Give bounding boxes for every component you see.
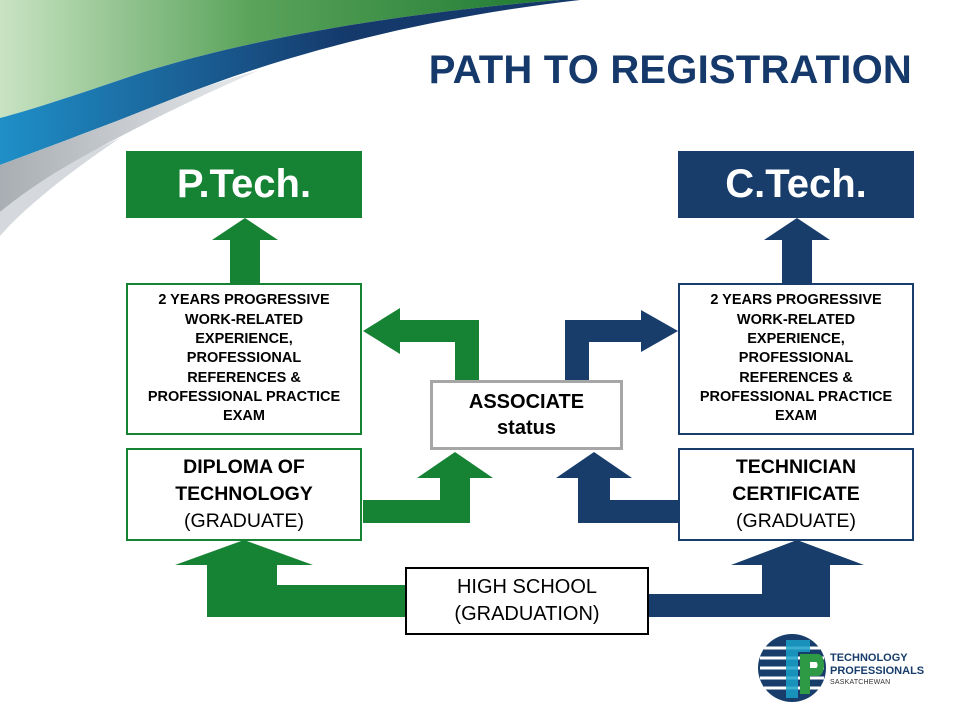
education-line: CERTIFICATE: [732, 483, 860, 505]
arrow-highschool-to-diploma: [175, 540, 405, 617]
arrow-highschool-to-technician: [649, 540, 864, 617]
requirements-line: EXAM: [775, 408, 817, 425]
requirements-line: EXPERIENCE,: [195, 331, 293, 348]
associate-label: ASSOCIATE: [468, 391, 585, 413]
education-qualifier: (GRADUATE): [736, 510, 856, 532]
page-title: PATH TO REGISTRATION: [428, 48, 912, 92]
education-line: DIPLOMA OF: [183, 456, 305, 478]
education-qualifier: (GRADUATE): [184, 510, 304, 532]
requirements-line: WORK-RELATED: [184, 311, 304, 328]
education-line: TECHNOLOGY: [175, 483, 313, 505]
requirements-line: PROFESSIONAL PRACTICE: [699, 388, 893, 405]
arrow-requirements-to-ctech: [764, 218, 830, 283]
requirements-line: REFERENCES &: [739, 369, 853, 386]
requirements-line: PROFESSIONAL: [186, 350, 302, 367]
arrow-associate-to-left-requirements: [363, 308, 479, 380]
requirements-line: WORK-RELATED: [736, 311, 856, 328]
arrow-technician-to-associate: [556, 452, 678, 523]
requirements-box-right: 2 YEARS PROGRESSIVE WORK-RELATED EXPERIE…: [678, 283, 914, 435]
education-line: TECHNICIAN: [735, 456, 857, 478]
requirements-line: EXPERIENCE,: [747, 331, 845, 348]
logo-globe-icon: [758, 634, 826, 702]
requirements-box-left: 2 YEARS PROGRESSIVE WORK-RELATED EXPERIE…: [126, 283, 362, 435]
ptech-label: P.Tech.: [176, 162, 312, 206]
logo-line-1: TECHNOLOGY: [830, 652, 908, 664]
requirements-line: PROFESSIONAL PRACTICE: [147, 388, 341, 405]
high-school-box: HIGH SCHOOL (GRADUATION): [405, 567, 649, 635]
arrow-associate-to-right-requirements: [565, 310, 678, 380]
ptech-designation: P.Tech.: [126, 151, 362, 218]
requirements-line: PROFESSIONAL: [738, 350, 854, 367]
ctech-designation: C.Tech.: [678, 151, 914, 218]
requirements-line: REFERENCES &: [187, 369, 301, 386]
high-school-label: HIGH SCHOOL: [456, 576, 598, 598]
diploma-of-technology-box: DIPLOMA OF TECHNOLOGY (GRADUATE): [126, 448, 362, 541]
logo-wordmark: TECHNOLOGY PROFESSIONALS SASKATCHEWAN: [830, 652, 924, 687]
requirements-line: EXAM: [223, 408, 265, 425]
ctech-label: C.Tech.: [725, 162, 867, 206]
associate-status-label: status: [497, 417, 556, 439]
technician-certificate-box: TECHNICIAN CERTIFICATE (GRADUATE): [678, 448, 914, 541]
logo-line-3: SASKATCHEWAN: [830, 679, 891, 686]
high-school-qualifier: (GRADUATION): [454, 603, 600, 625]
header-swoosh: [0, 0, 580, 236]
logo-line-2: PROFESSIONALS: [830, 665, 925, 677]
requirements-line: 2 YEARS PROGRESSIVE: [710, 292, 882, 309]
associate-status-box: ASSOCIATE status: [430, 380, 623, 450]
requirements-line: 2 YEARS PROGRESSIVE: [158, 292, 330, 309]
arrow-diploma-to-associate: [363, 452, 493, 523]
arrow-requirements-to-ptech: [212, 218, 278, 283]
